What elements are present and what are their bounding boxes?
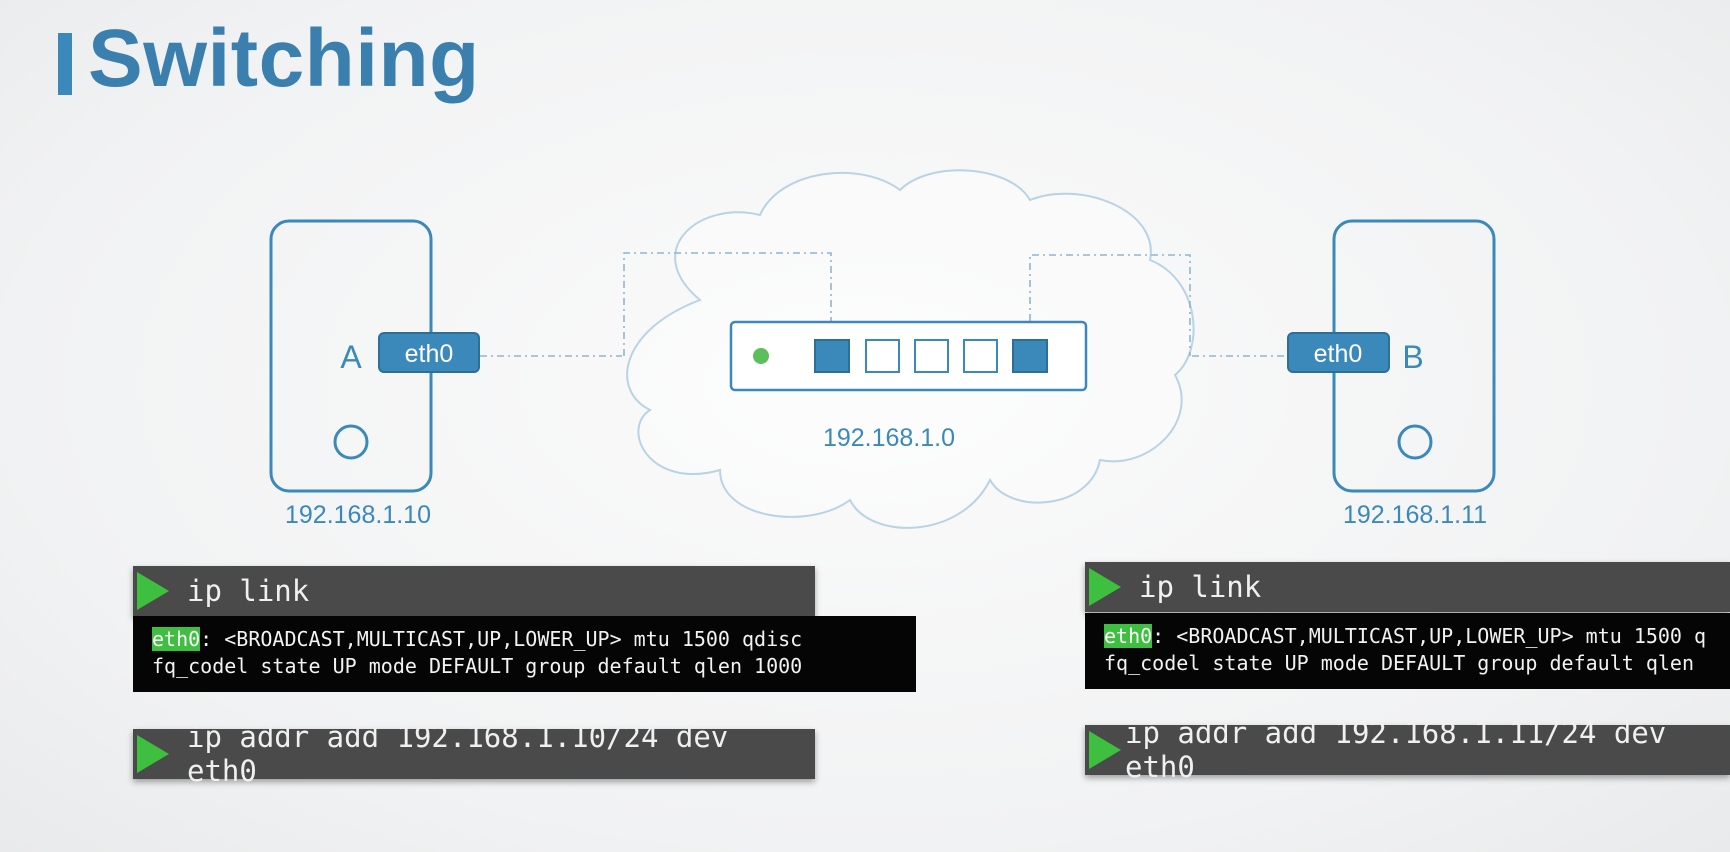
play-icon bbox=[137, 735, 169, 773]
host-b-interface-label: eth0 bbox=[1314, 340, 1363, 368]
right-cmd-ip-addr: ip addr add 192.168.1.11/24 dev eth0 bbox=[1125, 716, 1667, 784]
play-icon bbox=[1089, 731, 1121, 769]
left-cmd-ip-link: ip link bbox=[187, 574, 310, 608]
host-a-power-icon bbox=[333, 424, 369, 460]
play-icon bbox=[1089, 568, 1121, 606]
switch-port-3[interactable] bbox=[914, 339, 949, 373]
left-cmd-ip-addr: ip addr add 192.168.1.10/24 dev eth0 bbox=[187, 720, 729, 788]
left-out-iface: eth0 bbox=[152, 627, 201, 651]
host-a-interface-label: eth0 bbox=[405, 340, 454, 368]
left-ip-link-output: eth0: <BROADCAST,MULTICAST,UP,LOWER_UP> … bbox=[133, 616, 916, 692]
connection-lines bbox=[480, 252, 1287, 357]
host-b-power-icon bbox=[1397, 424, 1433, 460]
play-icon bbox=[137, 572, 169, 610]
host-b-interface[interactable] bbox=[1287, 332, 1390, 373]
host-a-label: A bbox=[340, 339, 362, 375]
host-a-ip: 192.168.1.10 bbox=[285, 501, 431, 529]
slide-title: Switching bbox=[88, 13, 480, 104]
left-out-line1: : <BROADCAST,MULTICAST,UP,LOWER_UP> mtu … bbox=[200, 627, 803, 651]
title-accent-bar bbox=[58, 33, 72, 95]
left-ip-link-command: ip link bbox=[133, 566, 815, 616]
switch-port-1[interactable] bbox=[814, 339, 850, 373]
right-ip-link-output: eth0: <BROADCAST,MULTICAST,UP,LOWER_UP> … bbox=[1085, 613, 1730, 689]
left-out-line2: fq_codel state UP mode DEFAULT group def… bbox=[152, 654, 803, 678]
right-out-line1: : <BROADCAST,MULTICAST,UP,LOWER_UP> mtu … bbox=[1152, 624, 1707, 648]
right-out-iface: eth0 bbox=[1104, 624, 1153, 648]
switch-port-5[interactable] bbox=[1012, 339, 1048, 373]
right-ip-link-command: ip link bbox=[1085, 562, 1730, 612]
switch-port-4[interactable] bbox=[963, 339, 998, 373]
host-b-label: B bbox=[1402, 339, 1423, 375]
network-address: 192.168.1.0 bbox=[823, 424, 955, 452]
right-ip-addr-command: ip addr add 192.168.1.11/24 dev eth0 bbox=[1085, 716, 1730, 784]
switch-port-2[interactable] bbox=[865, 339, 900, 373]
right-out-line2: fq_codel state UP mode DEFAULT group def… bbox=[1104, 651, 1695, 675]
host-a-interface[interactable] bbox=[378, 332, 480, 373]
left-ip-addr-command: ip addr add 192.168.1.10/24 dev eth0 bbox=[133, 720, 815, 788]
host-b-ip: 192.168.1.11 bbox=[1343, 501, 1487, 529]
right-cmd-ip-link: ip link bbox=[1139, 570, 1262, 604]
switch-status-led bbox=[753, 348, 769, 364]
